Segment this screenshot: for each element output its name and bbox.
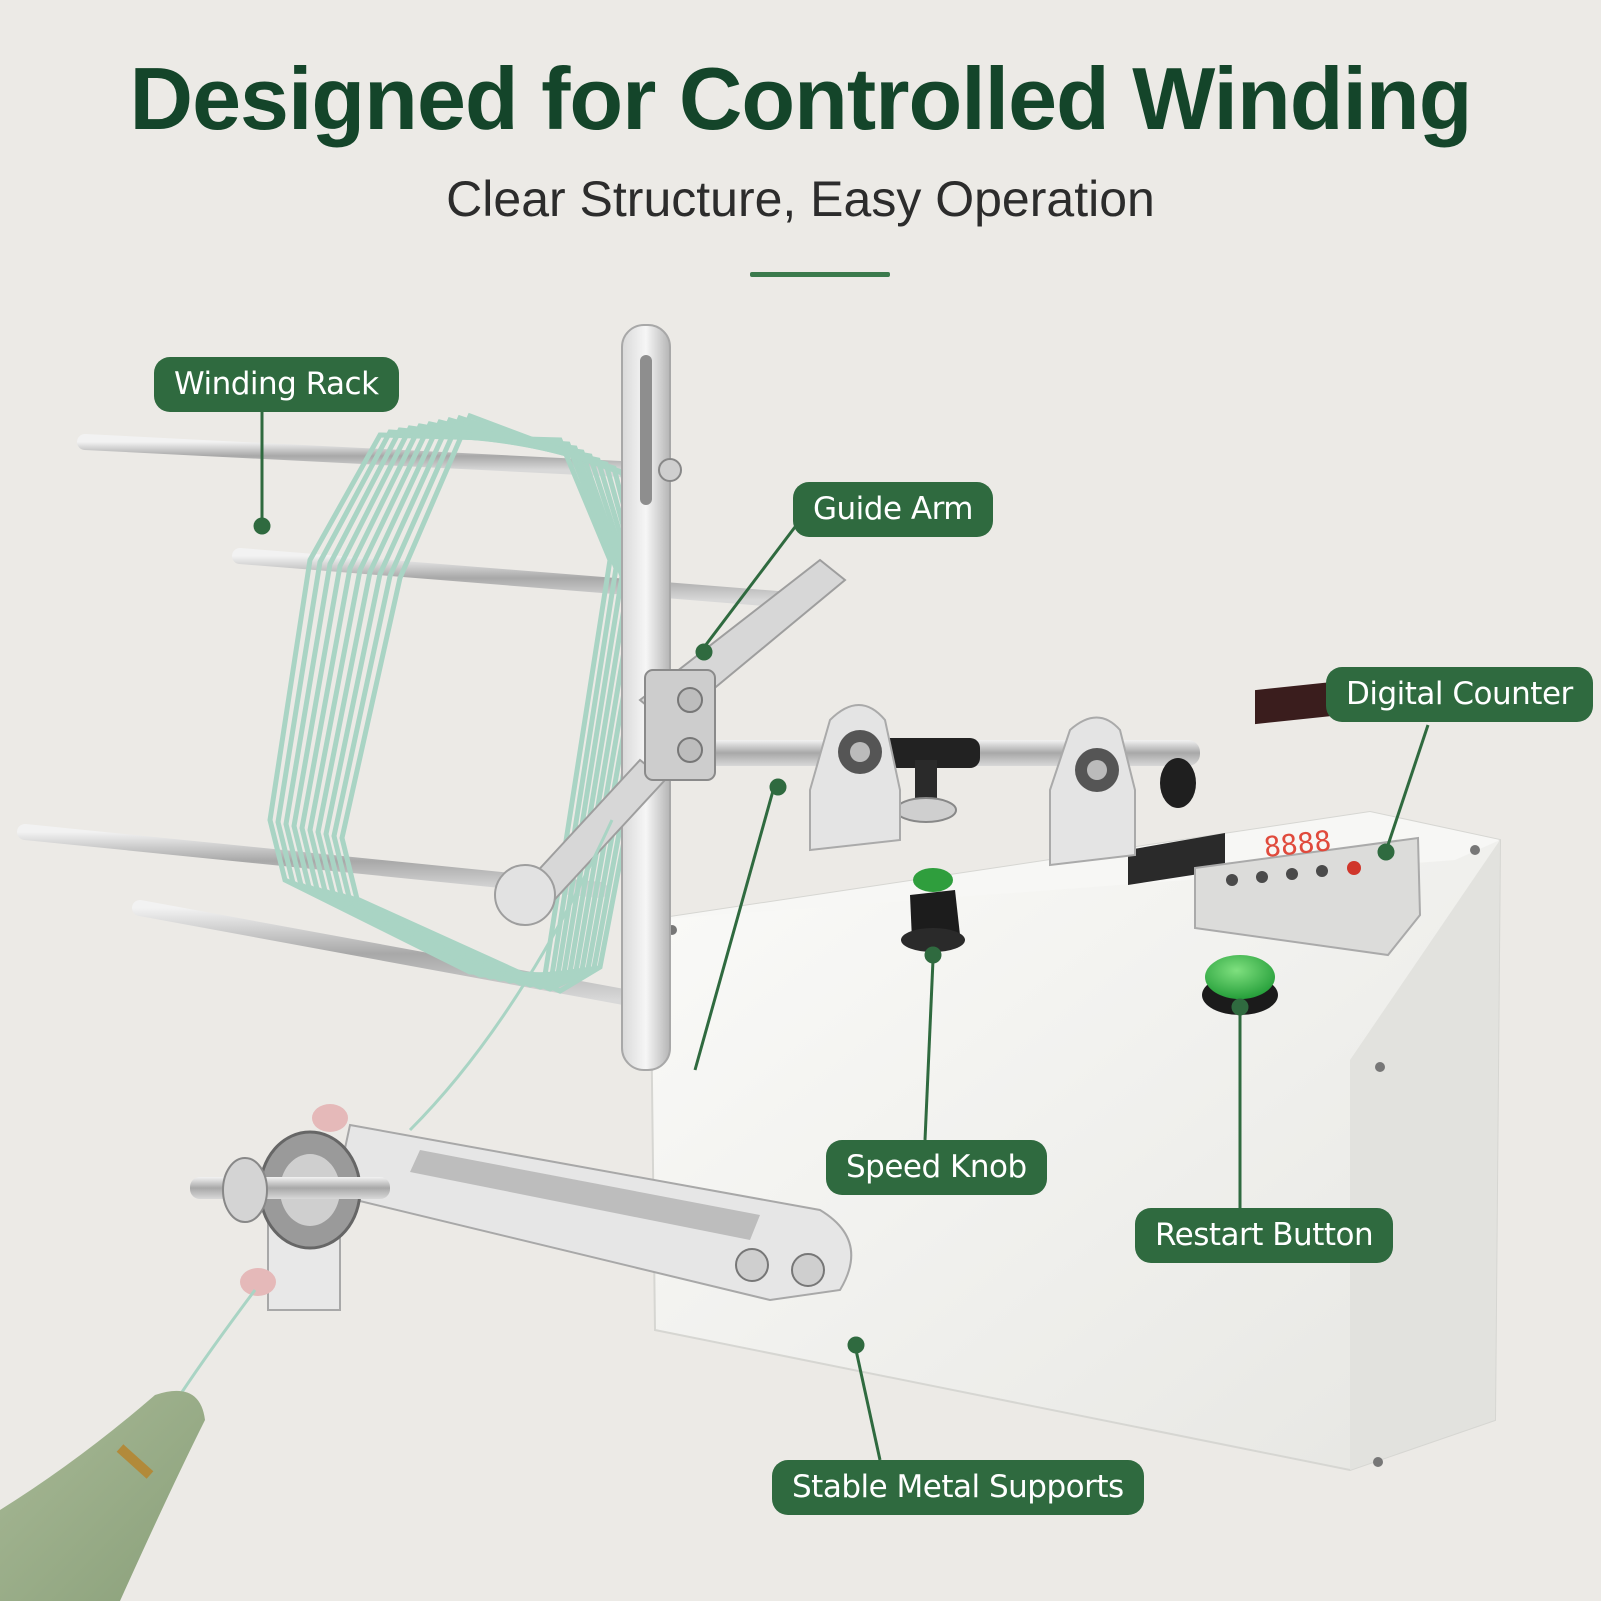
callout-connectors: [253, 410, 1430, 1461]
headline: Designed for Controlled Winding: [129, 49, 1473, 148]
svg-text:8888: 8888: [1262, 824, 1333, 864]
callout-restart-button: Restart Button: [1135, 1208, 1394, 1263]
callout-digital-counter: Digital Counter: [1326, 667, 1593, 722]
restart-button-graphic: [1202, 955, 1278, 1015]
speed-knob: [901, 868, 965, 952]
callout-guide-arm: Guide Arm: [793, 482, 993, 537]
machine-box: [648, 810, 1502, 1472]
thread-coils: [267, 412, 667, 994]
callout-winding-rack: Winding Rack: [154, 357, 399, 412]
tension-pulley-assembly: [190, 1104, 853, 1311]
guide-arm: [494, 558, 847, 926]
callout-stable-metal-supports: Stable Metal Supports: [772, 1460, 1144, 1515]
spindle-shaft: [700, 704, 1200, 867]
callout-speed-knob: Speed Knob: [826, 1140, 1047, 1195]
thread-and-tassel: [0, 819, 614, 1601]
title-divider: [750, 272, 890, 277]
subheadline: Clear Structure, Easy Operation: [446, 171, 1155, 227]
